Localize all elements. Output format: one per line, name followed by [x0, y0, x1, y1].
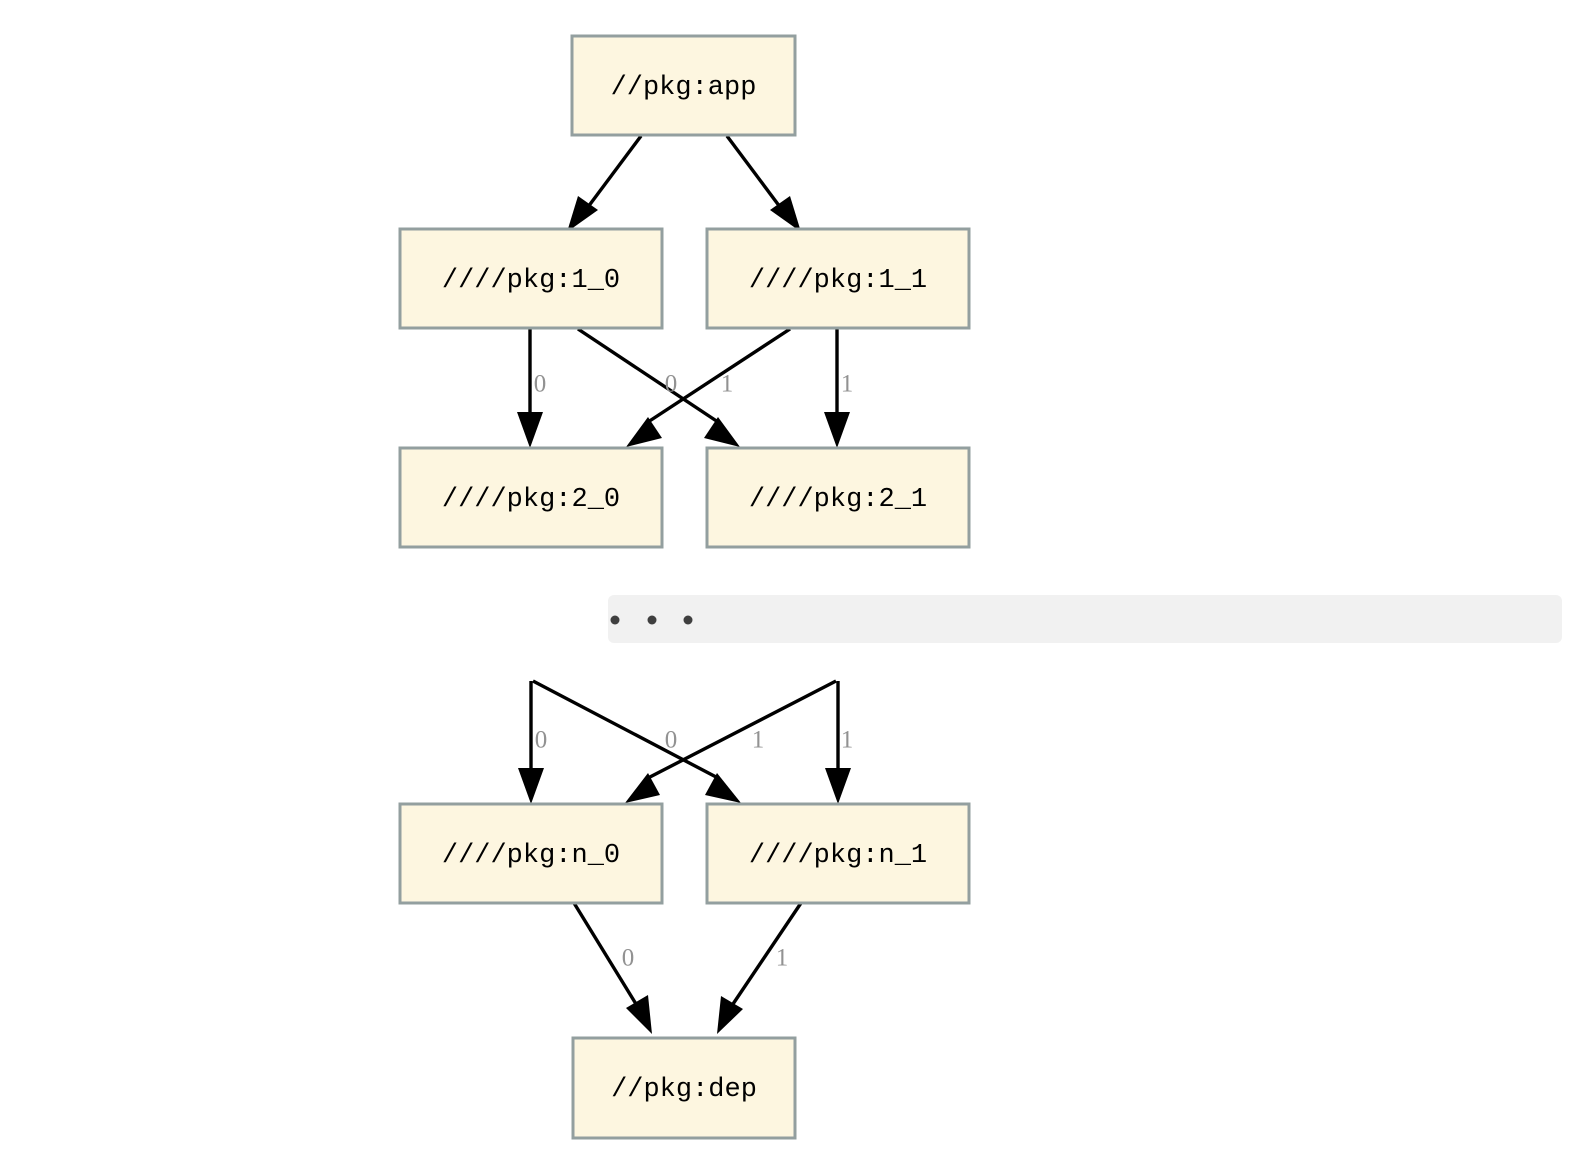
node-label-n_1: ////pkg:n_1	[749, 841, 927, 871]
edge-cut-to-n_1	[825, 681, 851, 804]
edge-label-1_1-2_1: 1	[841, 371, 854, 398]
node-label-1_1: ////pkg:1_1	[749, 266, 927, 296]
arrow-head-icon	[518, 768, 544, 804]
edge-cut-to-n_0-cross	[625, 679, 837, 803]
edge-label-cut-n_1: 1	[841, 727, 854, 754]
edge-label-1_0-2_1: 0	[665, 371, 678, 398]
arrow-head-icon	[704, 417, 740, 447]
ellipsis-dot-icon	[610, 615, 620, 625]
node-label-n_0: ////pkg:n_0	[442, 841, 620, 871]
edge-cut-to-n_0	[518, 681, 544, 804]
node-label-2_1: ////pkg:2_1	[749, 485, 927, 515]
node-dep[interactable]: //pkg:dep	[571, 1036, 797, 1140]
truncation-ellipsis	[608, 595, 1562, 643]
node-app[interactable]: //pkg:app	[570, 34, 797, 137]
edge-label-n_1-dep: 1	[776, 945, 789, 972]
arrow-head-icon	[717, 996, 743, 1034]
edge-1_0-to-2_0	[517, 329, 543, 448]
edge-cut-to-n_1-cross	[532, 679, 741, 803]
arrow-head-icon	[517, 412, 543, 448]
edge-app-to-1_0	[567, 134, 643, 232]
edge-n_1-to-dep	[717, 902, 803, 1034]
arrow-head-icon	[625, 773, 660, 803]
edge-label-n_0-dep: 0	[622, 945, 635, 972]
edge-label-cut-n_0-cross: 1	[752, 727, 765, 754]
edge-1_1-to-2_0	[626, 327, 791, 447]
edge-1_1-to-2_1	[824, 329, 850, 448]
node-label-2_0: ////pkg:2_0	[442, 485, 620, 515]
edge-n_0-to-dep	[572, 902, 652, 1034]
node-label-app: //pkg:app	[611, 73, 757, 103]
arrow-head-icon	[567, 196, 598, 232]
arrow-head-icon	[770, 196, 801, 232]
edge-label-1_1-2_0: 1	[721, 371, 734, 398]
node-n_0[interactable]: ////pkg:n_0	[398, 802, 664, 905]
node-2_0[interactable]: ////pkg:2_0	[398, 446, 664, 549]
node-1_1[interactable]: ////pkg:1_1	[705, 227, 971, 330]
arrow-head-icon	[626, 995, 652, 1034]
arrow-head-icon	[705, 773, 741, 803]
ellipsis-band	[608, 595, 1562, 643]
edge-label-cut-n_1-cross: 0	[665, 727, 678, 754]
arrow-head-icon	[825, 768, 851, 804]
edge-label-1_0-2_0: 0	[534, 371, 547, 398]
ellipsis-dot-icon	[683, 615, 693, 625]
edge-app-to-1_1	[725, 134, 801, 232]
arrow-head-icon	[626, 417, 662, 447]
ellipsis-dot-icon	[647, 615, 657, 625]
node-label-dep: //pkg:dep	[611, 1075, 757, 1105]
node-2_1[interactable]: ////pkg:2_1	[705, 446, 971, 549]
node-label-1_0: ////pkg:1_0	[442, 266, 620, 296]
arrow-head-icon	[824, 412, 850, 448]
node-n_1[interactable]: ////pkg:n_1	[705, 802, 971, 905]
edge-1_0-to-2_1	[577, 327, 740, 447]
edge-label-cut-n_0: 0	[535, 727, 548, 754]
node-1_0[interactable]: ////pkg:1_0	[398, 227, 664, 330]
